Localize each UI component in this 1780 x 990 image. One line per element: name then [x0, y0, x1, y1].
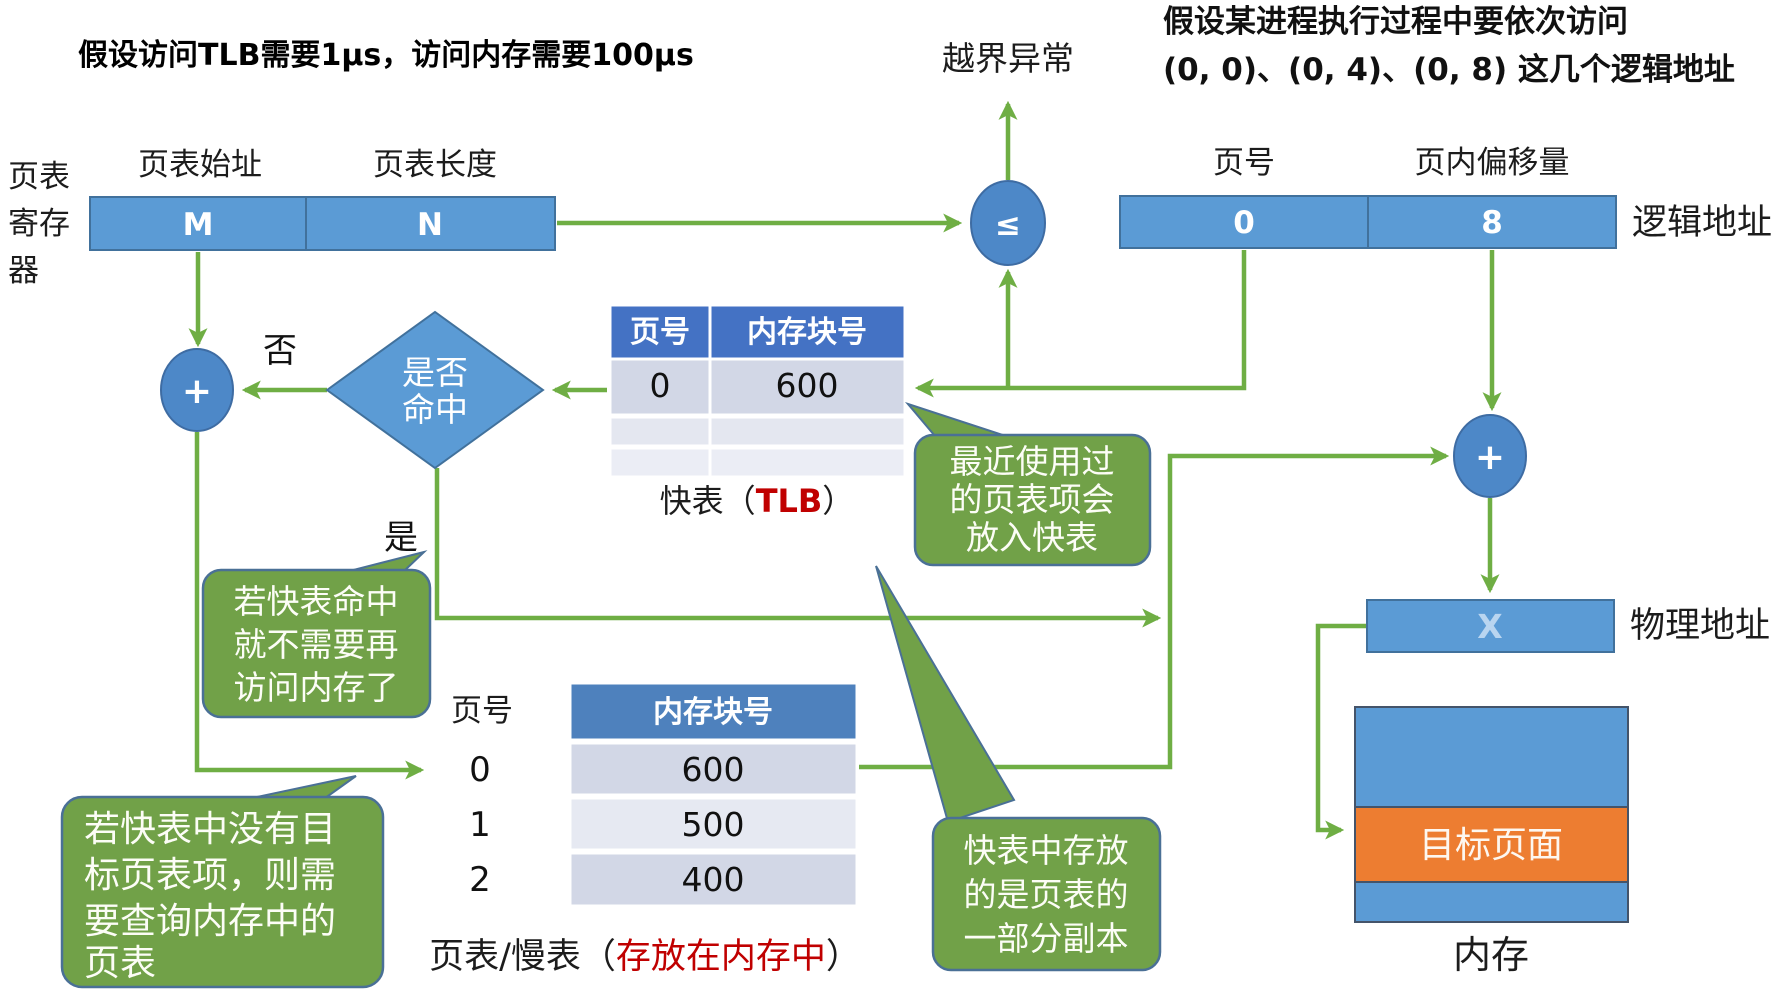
register-start-value: M — [183, 207, 214, 243]
callout-copy-line2: 的是页表的 — [964, 875, 1129, 914]
comparator-circle — [970, 180, 1046, 266]
callout-hit-line1: 若快表命中 — [234, 582, 399, 621]
tlb-row1-page-cell — [608, 357, 712, 417]
memory-caption: 内存 — [1453, 933, 1529, 977]
logical-address-caption: 逻辑地址 — [1632, 203, 1772, 243]
arrow-decision-yes-to-riser — [434, 468, 1162, 628]
pagetable-caption-prefix: 页表/慢表（ — [429, 937, 616, 977]
callout-recent-line3: 放入快表 — [966, 518, 1098, 557]
left-adder-symbol: + — [182, 371, 212, 412]
tlb-caption-prefix: 快表（ — [660, 482, 756, 520]
decision-text-line2: 命中 — [402, 390, 468, 429]
physical-address-caption: 物理地址 — [1630, 606, 1770, 646]
pagetable-block-2: 400 — [682, 860, 745, 899]
pagetable-row-400 — [568, 851, 859, 908]
tlb-row-page-value: 0 — [650, 366, 671, 405]
decision-text-line1: 是否 — [402, 353, 468, 392]
pagetable-block-1: 500 — [682, 805, 745, 844]
tlb-caption: 快表（TLB） — [660, 482, 855, 520]
callout-copy-line1: 快表中存放 — [964, 831, 1129, 870]
logical-page-label: 页号 — [1213, 145, 1275, 181]
callout-copy-line3: 一部分副本 — [964, 919, 1129, 958]
arrow-pageno-to-tlb — [914, 250, 1247, 398]
callout-hit-line3: 访问内存了 — [234, 668, 399, 707]
register-box — [89, 196, 556, 251]
callout-copy — [931, 816, 1162, 972]
callout-miss — [60, 795, 385, 989]
pagetable-index-1: 1 — [469, 805, 491, 845]
target-page-band — [1354, 806, 1629, 883]
callout-hit-line2: 就不需要再 — [234, 625, 399, 664]
pagetable-index-2: 2 — [469, 860, 491, 900]
tlb-row3-empty-cell — [708, 446, 907, 479]
tlb-row2-empty-cell — [608, 415, 712, 448]
arrow-physical-to-target-page — [1315, 623, 1367, 840]
physical-address-value: X — [1477, 607, 1502, 646]
callout-hit — [201, 568, 432, 719]
process-note-line2: (0, 0)、(0, 4)、(0, 8) 这几个逻辑地址 — [1163, 52, 1735, 88]
decision-yes-label: 是 — [384, 518, 418, 558]
tlb-caption-highlight: TLB — [756, 482, 823, 520]
pagetable-start-label: 页表始址 — [138, 147, 262, 183]
comparator-symbol: ≤ — [995, 207, 1021, 243]
decision-diamond — [325, 310, 545, 470]
callout-recent-line2: 的页表项会 — [950, 480, 1115, 519]
callout-miss-line1: 若快表中没有目 — [84, 809, 336, 850]
right-adder-circle — [1453, 414, 1527, 498]
pagetable-row-500 — [568, 796, 859, 852]
pagetable-header: 内存块号 — [653, 695, 773, 730]
logical-page-value: 0 — [1233, 205, 1255, 241]
pagetable-row-600 — [568, 741, 859, 797]
callout-miss-line2: 标页表项，则需 — [84, 855, 336, 896]
logical-offset-label: 页内偏移量 — [1415, 145, 1570, 181]
pagetable-caption-highlight: 存放在内存中 — [616, 937, 826, 977]
target-page-label: 目标页面 — [1419, 825, 1563, 866]
tlb-header-page: 页号 — [630, 315, 690, 350]
tlb-header-block: 内存块号 — [747, 315, 867, 350]
tlb-header-block-cell — [708, 303, 907, 361]
pagetable-caption-suffix: ） — [826, 937, 861, 977]
callout-miss-line4: 页表 — [84, 943, 156, 984]
right-adder-symbol: + — [1475, 437, 1505, 478]
register-label-line1: 页表 — [8, 159, 70, 195]
decision-no-label: 否 — [263, 331, 297, 371]
callout-recent — [913, 433, 1152, 567]
bounds-exception-label: 越界异常 — [942, 39, 1074, 78]
process-note-line1: 假设某进程执行过程中要依次访问 — [1163, 4, 1628, 40]
arrow-left-adder-to-pagetable — [194, 432, 425, 780]
tlb-row1-block-cell — [708, 357, 907, 417]
pagetable-header-cell — [568, 681, 859, 742]
tlb-caption-suffix: ） — [822, 482, 854, 520]
physical-address-box — [1366, 599, 1615, 653]
callout-copy-tail — [875, 565, 1016, 824]
tlb-row-block-value: 600 — [776, 366, 839, 405]
tlb-row2-empty-cell — [708, 415, 907, 448]
register-length-value: N — [417, 207, 443, 243]
pagetable-index-0: 0 — [469, 750, 491, 790]
pagetable-caption: 页表/慢表（存放在内存中） — [429, 937, 861, 977]
logical-offset-value: 8 — [1481, 205, 1503, 241]
callout-recent-line1: 最近使用过 — [950, 442, 1115, 481]
pagetable-length-label: 页表长度 — [373, 147, 497, 183]
pagetable-block-0: 600 — [682, 750, 745, 789]
register-label-line2: 寄存 — [8, 206, 70, 242]
left-adder-circle — [160, 348, 234, 432]
arrow-block-to-right-adder — [859, 446, 1450, 770]
assumption-title: 假设访问TLB需要1μs，访问内存需要100μs — [78, 38, 694, 73]
tlb-row3-empty-cell — [608, 446, 712, 479]
register-label-line3: 器 — [8, 253, 39, 289]
pagetable-index-label: 页号 — [451, 693, 513, 729]
callout-miss-line3: 要查询内存中的 — [84, 901, 336, 942]
